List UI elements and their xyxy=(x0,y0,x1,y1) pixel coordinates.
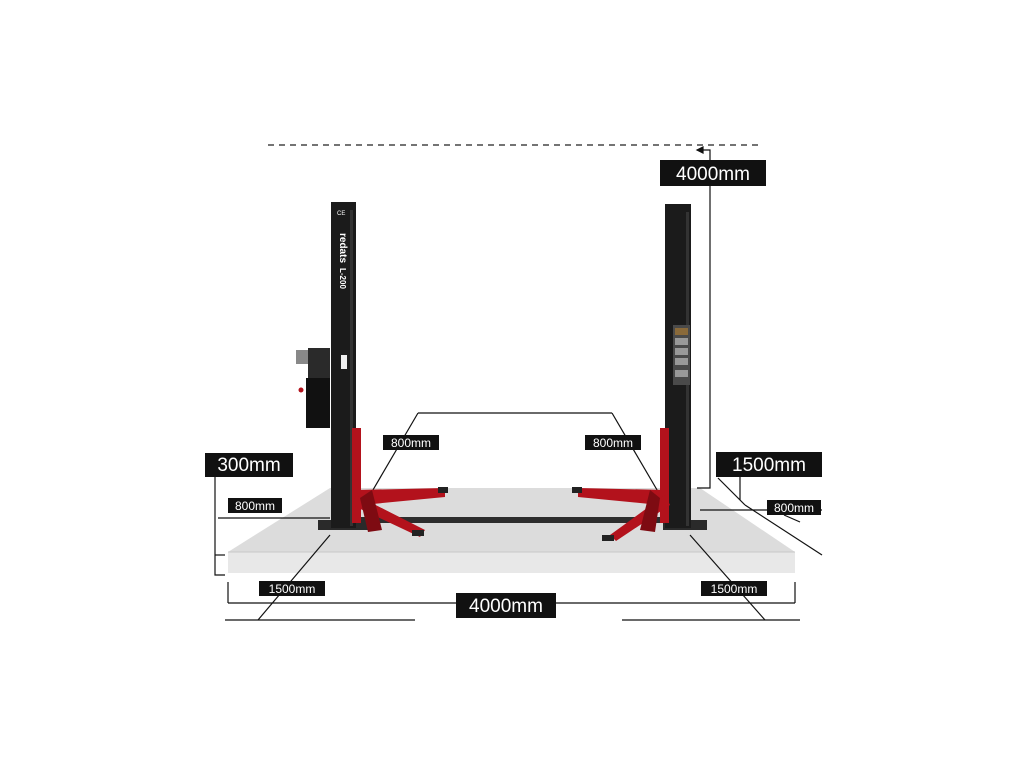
label-base-height-left: 300mm xyxy=(205,453,293,477)
floor-plate xyxy=(360,517,670,523)
svg-text:800mm: 800mm xyxy=(774,501,814,515)
label-height-total: 4000mm xyxy=(660,160,766,186)
svg-text:1500mm: 1500mm xyxy=(711,582,758,596)
svg-text:800mm: 800mm xyxy=(391,436,431,450)
svg-text:800mm: 800mm xyxy=(235,499,275,513)
label-front-right: 1500mm xyxy=(701,581,767,596)
label-front-left: 1500mm xyxy=(259,581,325,596)
svg-text:4000mm: 4000mm xyxy=(676,164,750,185)
svg-text:1500mm: 1500mm xyxy=(732,455,806,476)
brand-logo-text: redats xyxy=(337,233,348,263)
svg-text:1500mm: 1500mm xyxy=(269,582,316,596)
left-post xyxy=(318,202,370,530)
label-arm-right-top: 800mm xyxy=(585,435,641,450)
model-label: L-200 xyxy=(338,268,347,289)
ce-mark: CE xyxy=(337,211,345,217)
label-side-right: 800mm xyxy=(767,500,821,515)
right-post xyxy=(663,204,707,530)
base-height-dimension-line xyxy=(214,470,225,576)
arm-span-dimension-line xyxy=(369,412,661,496)
svg-text:800mm: 800mm xyxy=(593,436,633,450)
height-dimension-line xyxy=(695,146,711,489)
floor-platform xyxy=(228,488,795,573)
label-side-left: 800mm xyxy=(228,498,282,513)
right-lift-arms xyxy=(572,428,670,541)
svg-text:300mm: 300mm xyxy=(217,455,280,476)
hydraulic-pump-unit xyxy=(296,348,330,428)
left-lift-arms xyxy=(352,428,448,537)
label-base-depth-right: 1500mm xyxy=(716,452,822,477)
label-width-total: 4000mm xyxy=(456,593,556,618)
label-arm-left-top: 800mm xyxy=(383,435,439,450)
svg-text:4000mm: 4000mm xyxy=(469,596,543,617)
